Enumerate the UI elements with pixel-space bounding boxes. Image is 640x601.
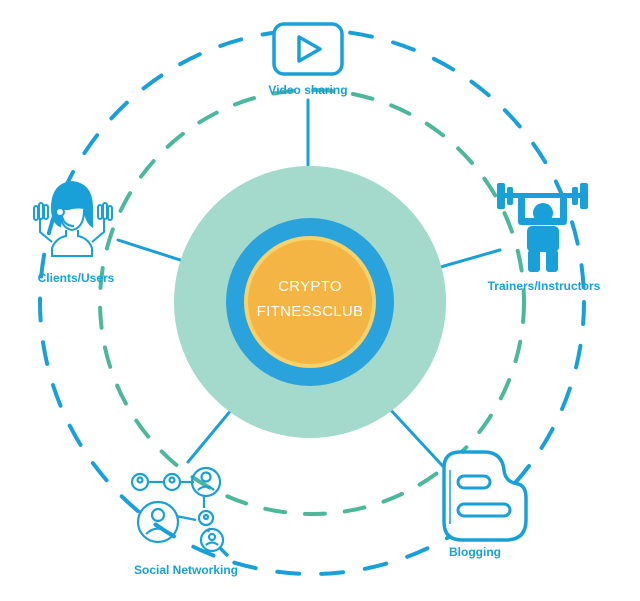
- blogger-icon: [442, 450, 528, 542]
- node-social-networking: Social Networking: [130, 466, 238, 577]
- inner-dashed-ring: [98, 88, 526, 516]
- center-title-line1: CRYPTO: [278, 278, 342, 295]
- weightlifter-icon: [497, 183, 588, 272]
- clients-users-label: Clients/Users: [38, 271, 115, 285]
- video-play-icon: [272, 22, 344, 76]
- node-video-sharing: Video sharing: [268, 22, 348, 97]
- trainers-instructors-label: Trainers/Instructors: [488, 279, 601, 293]
- social-network-icon: [130, 466, 230, 558]
- center-title-line2: FITNESSCLUB: [257, 303, 364, 320]
- blogging-label: Blogging: [449, 545, 501, 559]
- client-user-icon: [33, 180, 113, 257]
- node-clients-users: Clients/Users: [33, 180, 115, 285]
- video-sharing-label: Video sharing: [268, 83, 347, 97]
- node-trainers-instructors: Trainers/Instructors: [488, 183, 601, 293]
- node-blogging: Blogging: [442, 450, 528, 559]
- social-networking-label: Social Networking: [134, 563, 238, 577]
- center-core: [244, 236, 376, 368]
